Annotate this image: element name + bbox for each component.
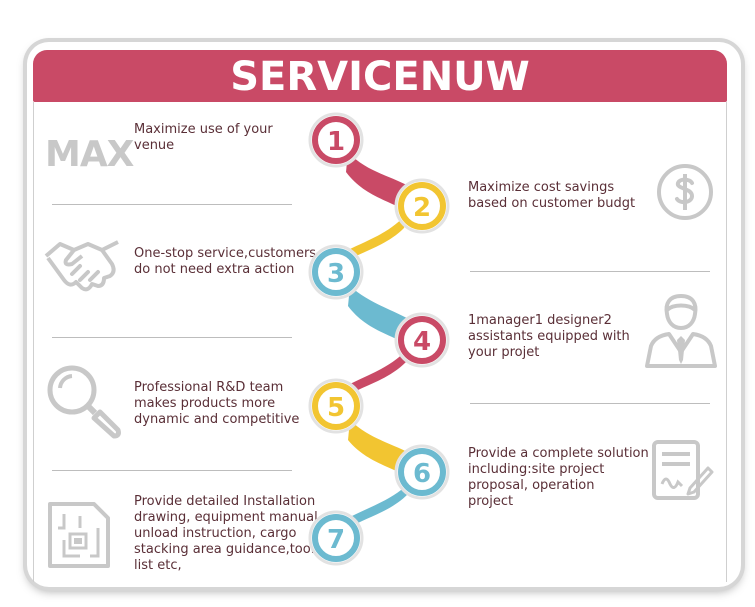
magnifier-icon [47,365,121,439]
businessman-icon [645,293,717,368]
handshake-icon [44,240,119,292]
floorplan-icon [48,502,110,568]
step-6-number: 6 [413,459,431,489]
step-4-number: 4 [413,327,431,357]
divider [470,403,710,404]
content-frame [33,102,727,582]
page-title: SERVICENUW [230,54,530,100]
divider [52,470,292,471]
step-7-number: 7 [327,525,345,555]
connector-4-5 [340,346,410,400]
title-banner [33,50,727,102]
step-7-node: 7 [308,510,364,566]
step-2-number: 2 [413,193,431,223]
step-1-number: 1 [327,127,345,157]
divider [52,204,292,205]
document-sign-icon [652,440,714,500]
divider [470,271,710,272]
divider [52,337,292,338]
step-5-node: 5 [308,378,364,434]
max-icon: MAX [45,134,134,175]
connector-1-2 [346,152,412,212]
connector-6-7 [342,480,412,532]
dollar-icon [657,164,713,220]
connector-2-3 [338,212,408,266]
step-1-node: 1 [308,112,364,168]
step-4-node: 4 [394,312,450,368]
step-5-number: 5 [327,393,345,423]
step-6-node: 6 [394,444,450,500]
step-2-node: 2 [394,178,450,234]
step-3-number: 3 [327,259,345,289]
step-3-node: 3 [308,244,364,300]
